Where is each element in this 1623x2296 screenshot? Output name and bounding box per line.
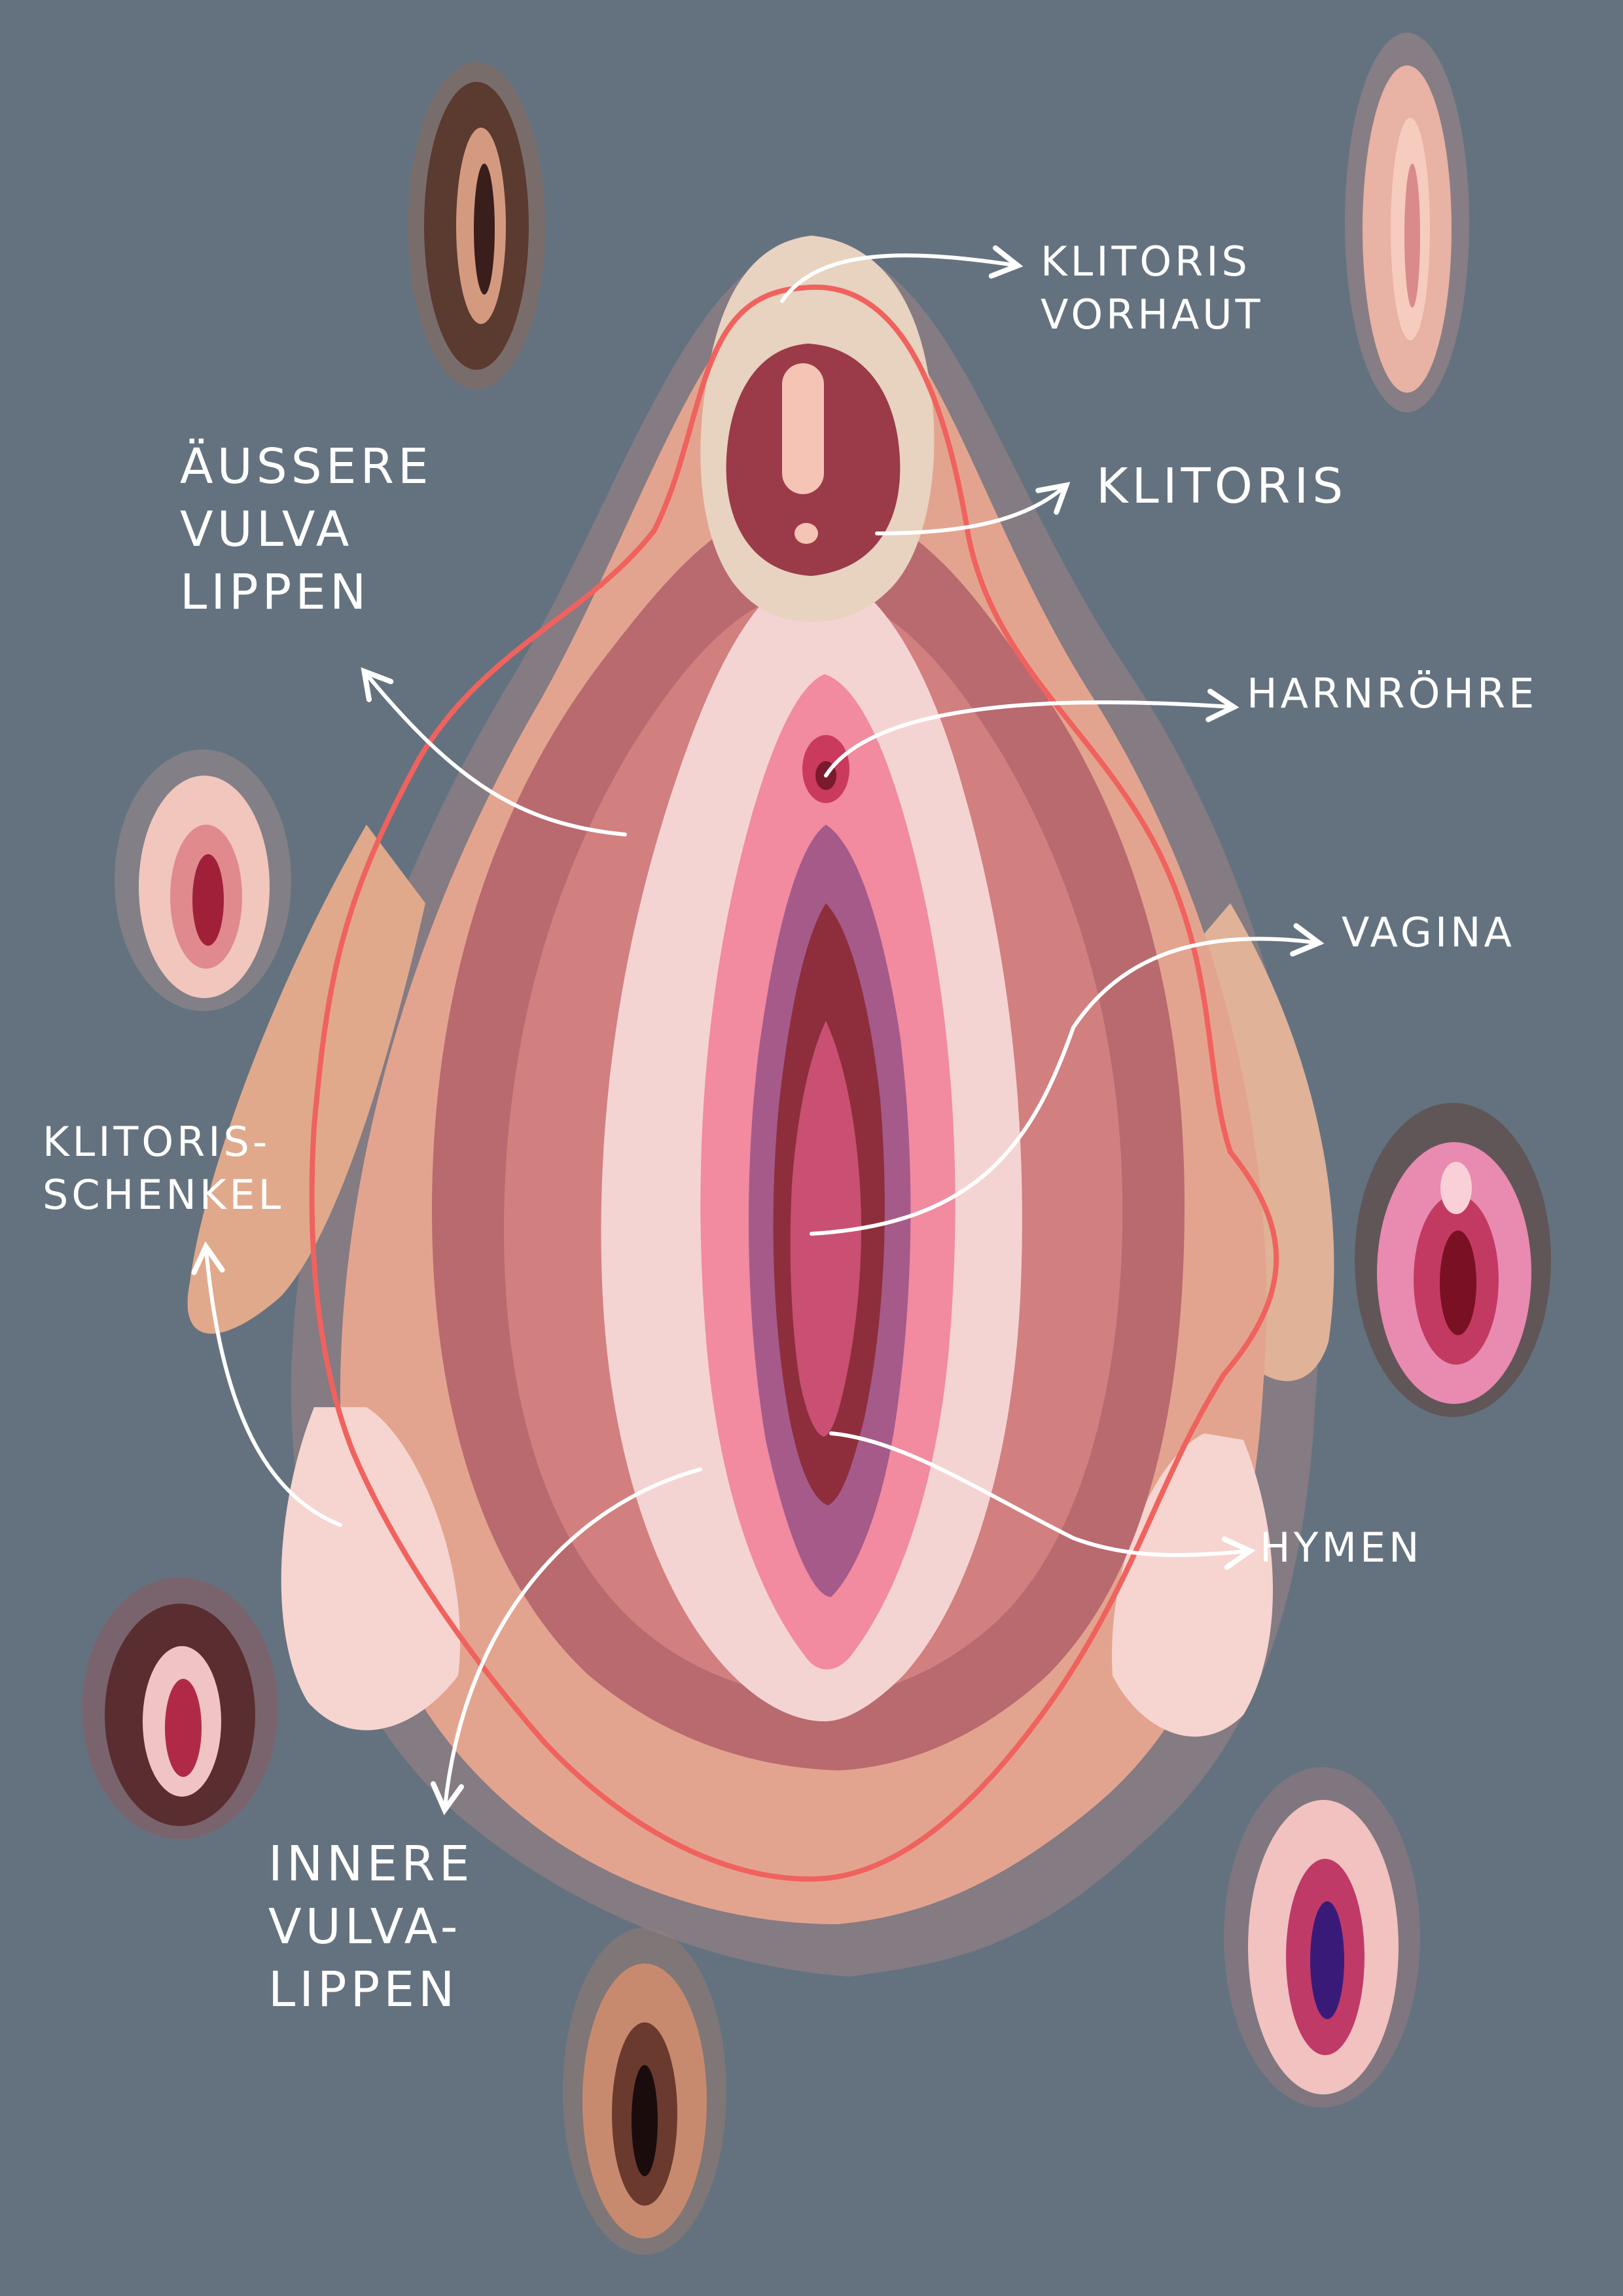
clitoris-nerve-outline — [309, 284, 1279, 1882]
variant-right-middle — [1355, 1103, 1551, 1417]
variant-top-right — [1345, 33, 1469, 412]
clitoris-highlight — [782, 363, 824, 494]
arrow-icon — [810, 923, 1325, 1236]
label-harnroehre: Harnröhre — [1247, 670, 1538, 717]
thigh-left — [187, 825, 425, 1334]
main-vulva — [187, 236, 1334, 1977]
clitoris-highlight-dot — [794, 523, 818, 544]
label-klitorisschenkel: Klitoris- schenkel — [43, 1118, 285, 1219]
arrow-icon — [430, 1467, 702, 1816]
arrow-icon — [829, 1431, 1256, 1570]
variant-bottom-right — [1224, 1767, 1420, 2108]
variant-left-upper — [115, 749, 291, 1011]
arrow-icon — [191, 1241, 342, 1527]
arrow-icon — [361, 667, 627, 836]
label-klitoris: Klitoris — [1096, 458, 1347, 514]
label-aeussere-vulvalippen: Äußere Vulva Lippen — [180, 439, 433, 621]
arrow-icon — [875, 482, 1071, 535]
label-arrows — [191, 245, 1325, 1816]
variant-top-left — [408, 62, 545, 389]
hymen-tissue — [790, 1021, 861, 1437]
variant-left-lower — [82, 1577, 278, 1839]
label-klitoris-vorhaut: Klitoris Vorhaut — [1041, 238, 1264, 338]
label-vagina: Vagina — [1342, 908, 1515, 956]
label-innere-vulvalippen: Innere Vulva- Lippen — [268, 1836, 474, 2018]
label-hymen: Hymen — [1260, 1524, 1423, 1571]
buttock-left — [281, 1407, 461, 1731]
variant-bottom-center — [563, 1928, 726, 2255]
arrow-icon — [824, 689, 1240, 778]
arrow-icon — [780, 245, 1024, 303]
